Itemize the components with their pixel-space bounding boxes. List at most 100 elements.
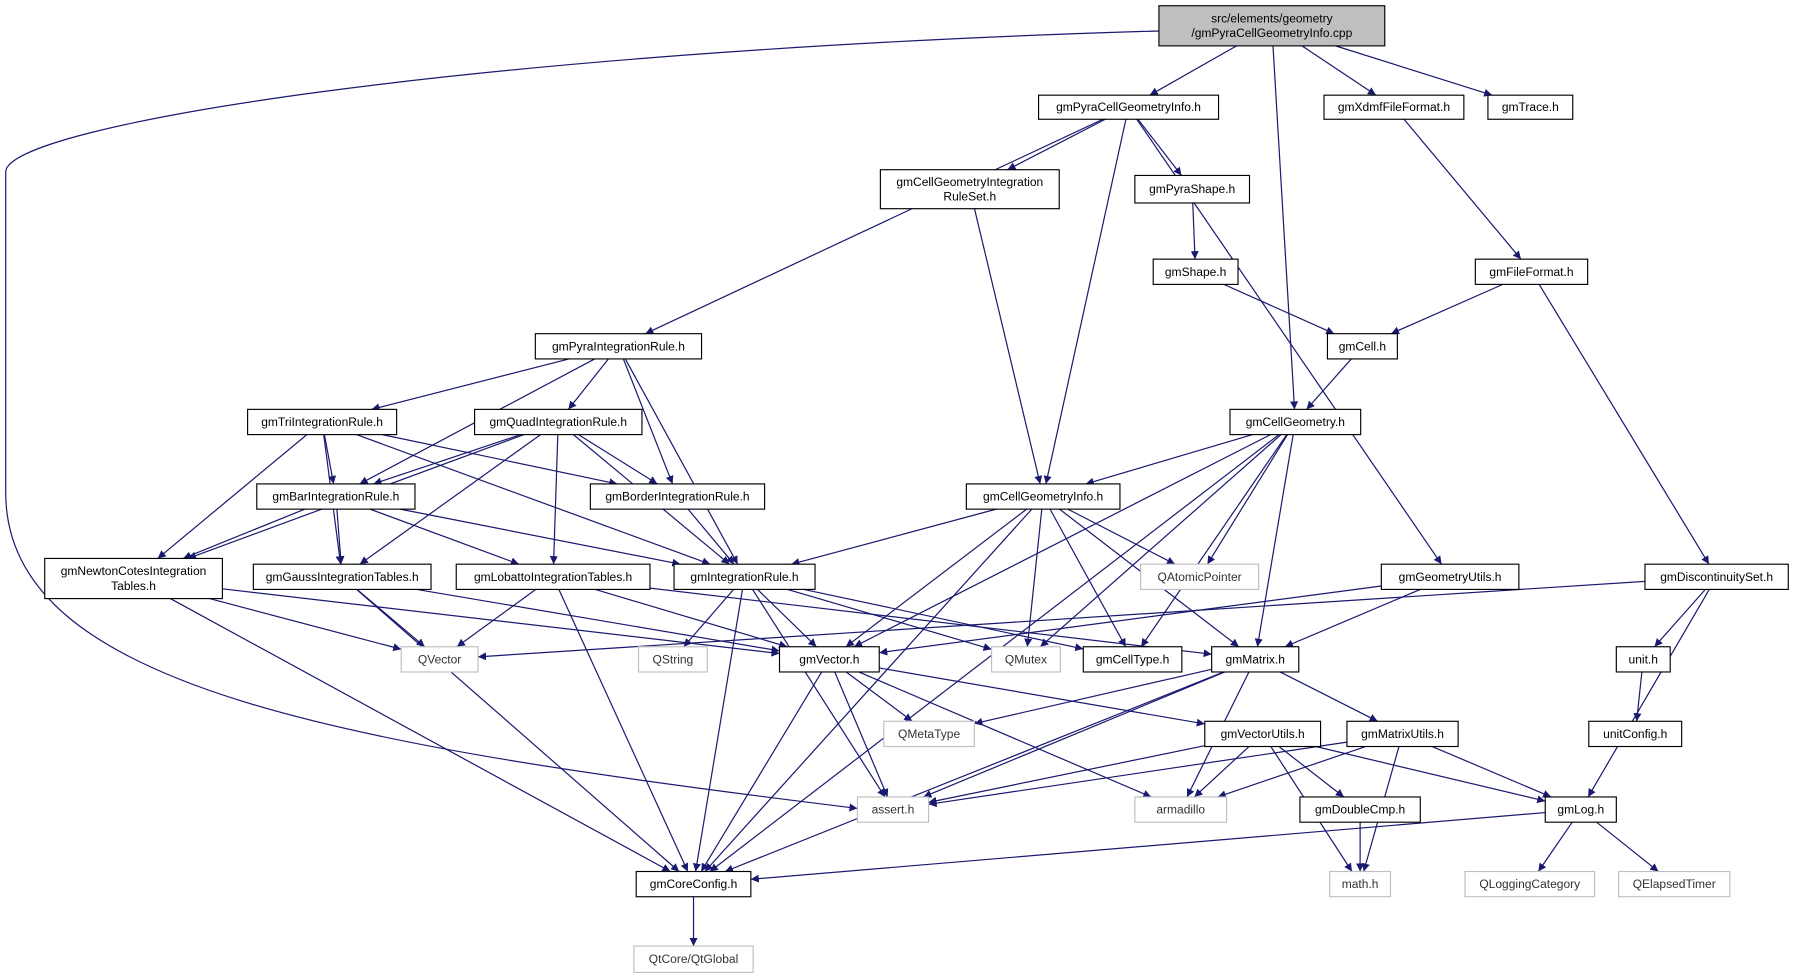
node-label: gmPyraShape.h <box>1149 182 1235 196</box>
edge-vector-utils-to-double-cmp <box>1278 746 1345 798</box>
edge-cell-geometry-to-q-mutex <box>1039 434 1282 648</box>
node-root[interactable]: src/elements/geometry/gmPyraCellGeometry… <box>1158 5 1386 47</box>
edge-vector-to-armadillo <box>858 671 1152 798</box>
edge-pyra-int-rule-to-tri-int-rule <box>371 358 570 412</box>
node-cell-geometry[interactable]: gmCellGeometry.h <box>1229 408 1362 436</box>
node-discontinuity-set[interactable]: gmDiscontinuitySet.h <box>1644 563 1789 590</box>
node-box <box>1134 174 1251 204</box>
node-math: math.h <box>1329 870 1392 898</box>
node-box <box>1323 94 1465 120</box>
node-shape[interactable]: gmShape.h <box>1152 258 1239 285</box>
node-box <box>1474 258 1589 285</box>
edge-matrix-to-matrix-utils <box>1279 671 1378 722</box>
node-box <box>1134 796 1228 823</box>
node-box <box>256 483 416 510</box>
node-box <box>990 646 1061 673</box>
node-label: math.h <box>1342 877 1379 891</box>
node-xdmf[interactable]: gmXdmfFileFormat.h <box>1323 94 1465 120</box>
node-geometry-utils[interactable]: gmGeometryUtils.h <box>1380 563 1520 590</box>
node-pyra-int-rule[interactable]: gmPyraIntegrationRule.h <box>534 333 703 360</box>
node-box <box>1326 333 1398 360</box>
node-box <box>1618 870 1731 898</box>
edge-matrix-utils-to-log <box>1431 745 1552 798</box>
edge-quad-int-rule-to-border-int-rule <box>578 434 658 485</box>
node-label: gmQuadIntegrationRule.h <box>489 415 627 429</box>
node-box <box>1329 870 1392 898</box>
edge-int-rule-to-vector <box>757 588 817 648</box>
node-vector[interactable]: gmVector.h <box>778 646 880 673</box>
node-box <box>856 796 930 823</box>
edge-vector-to-assert <box>834 671 889 798</box>
node-cell-geom-info[interactable]: gmCellGeometryInfo.h <box>965 483 1121 510</box>
edge-matrix-utils-to-armadillo <box>1217 745 1366 799</box>
edge-quad-int-rule-to-lobatto <box>549 434 559 565</box>
node-lobatto[interactable]: gmLobattoIntegrationTables.h <box>455 563 651 590</box>
edge-root-to-xdmf <box>1301 45 1377 96</box>
edge-lobatto-to-q-vector <box>456 588 537 648</box>
edge-vector-utils-to-armadillo <box>1193 746 1250 798</box>
node-unit-config[interactable]: unitConfig.h <box>1588 720 1683 748</box>
node-cell-type[interactable]: gmCellType.h <box>1082 646 1183 673</box>
node-pyra-shape[interactable]: gmPyraShape.h <box>1134 174 1251 204</box>
node-label: unit.h <box>1629 652 1658 666</box>
node-label: QElapsedTimer <box>1633 877 1716 891</box>
node-bar-int-rule[interactable]: gmBarIntegrationRule.h <box>256 483 416 510</box>
node-box <box>1615 646 1671 673</box>
node-q-meta-type: QMetaType <box>883 720 975 748</box>
edge-pyra-int-rule-to-quad-int-rule <box>567 358 609 410</box>
node-label: RuleSet.h <box>943 190 996 204</box>
node-label: gmFileFormat.h <box>1489 265 1573 279</box>
node-q-logging-category: QLoggingCategory <box>1464 870 1596 898</box>
node-matrix[interactable]: gmMatrix.h <box>1211 646 1300 673</box>
edge-pyra-shape-to-shape <box>1190 202 1199 260</box>
edge-matrix-to-core-config <box>724 671 1224 873</box>
node-label: QMetaType <box>898 727 960 741</box>
edge-root-to-pyra-cell-geom-info <box>1149 45 1237 96</box>
node-vector-utils[interactable]: gmVectorUtils.h <box>1204 720 1322 748</box>
node-box <box>635 870 752 898</box>
node-box <box>455 563 651 590</box>
node-pyra-cell-geom-info[interactable]: gmPyraCellGeometryInfo.h <box>1037 94 1220 120</box>
node-label: gmMatrix.h <box>1226 652 1285 666</box>
edge-cell-geometry-to-cell-geom-info <box>1085 434 1253 486</box>
edge-bar-int-rule-to-newton-cotes <box>182 508 305 560</box>
edge-discontinuity-set-to-unit <box>1654 589 1706 648</box>
node-quad-int-rule[interactable]: gmQuadIntegrationRule.h <box>474 408 643 436</box>
node-double-cmp[interactable]: gmDoubleCmp.h <box>1299 796 1421 823</box>
node-box <box>673 563 816 590</box>
edge-gauss-to-core-config <box>356 588 680 872</box>
node-file-format[interactable]: gmFileFormat.h <box>1474 258 1589 285</box>
node-label: gmVector.h <box>799 652 859 666</box>
edge-root-to-trace <box>1335 45 1493 97</box>
node-label: gmDoubleCmp.h <box>1315 803 1405 817</box>
edge-int-rule-to-assert <box>752 589 886 798</box>
node-tri-int-rule[interactable]: gmTriIntegrationRule.h <box>247 408 398 436</box>
node-matrix-utils[interactable]: gmMatrixUtils.h <box>1346 720 1459 748</box>
node-unit[interactable]: unit.h <box>1615 646 1671 673</box>
node-box <box>1082 646 1183 673</box>
node-box <box>778 646 880 673</box>
node-log[interactable]: gmLog.h <box>1544 796 1617 823</box>
edge-root-to-assert <box>5 30 1159 812</box>
edge-cell-to-cell-geometry <box>1306 358 1352 410</box>
node-trace[interactable]: gmTrace.h <box>1487 94 1574 120</box>
node-core-config[interactable]: gmCoreConfig.h <box>635 870 752 898</box>
node-label: unitConfig.h <box>1603 727 1667 741</box>
edge-vector-to-q-meta-type <box>845 671 913 722</box>
node-cell[interactable]: gmCell.h <box>1326 333 1398 360</box>
node-label: gmShape.h <box>1165 265 1226 279</box>
node-label: gmCoreConfig.h <box>650 877 737 891</box>
edge-cell-geom-info-to-int-rule <box>791 508 997 566</box>
node-int-rule[interactable]: gmIntegrationRule.h <box>673 563 816 590</box>
node-label: gmTrace.h <box>1502 100 1559 114</box>
node-gauss[interactable]: gmGaussIntegrationTables.h <box>252 563 432 590</box>
edge-border-int-rule-to-int-rule <box>687 508 735 565</box>
edge-vector-to-vector-utils <box>879 667 1205 727</box>
node-label: gmGaussIntegrationTables.h <box>266 570 419 584</box>
node-border-int-rule[interactable]: gmBorderIntegrationRule.h <box>589 483 766 510</box>
node-label: src/elements/geometry <box>1211 11 1333 25</box>
edge-cell-geom-info-to-core-config <box>704 508 1033 872</box>
